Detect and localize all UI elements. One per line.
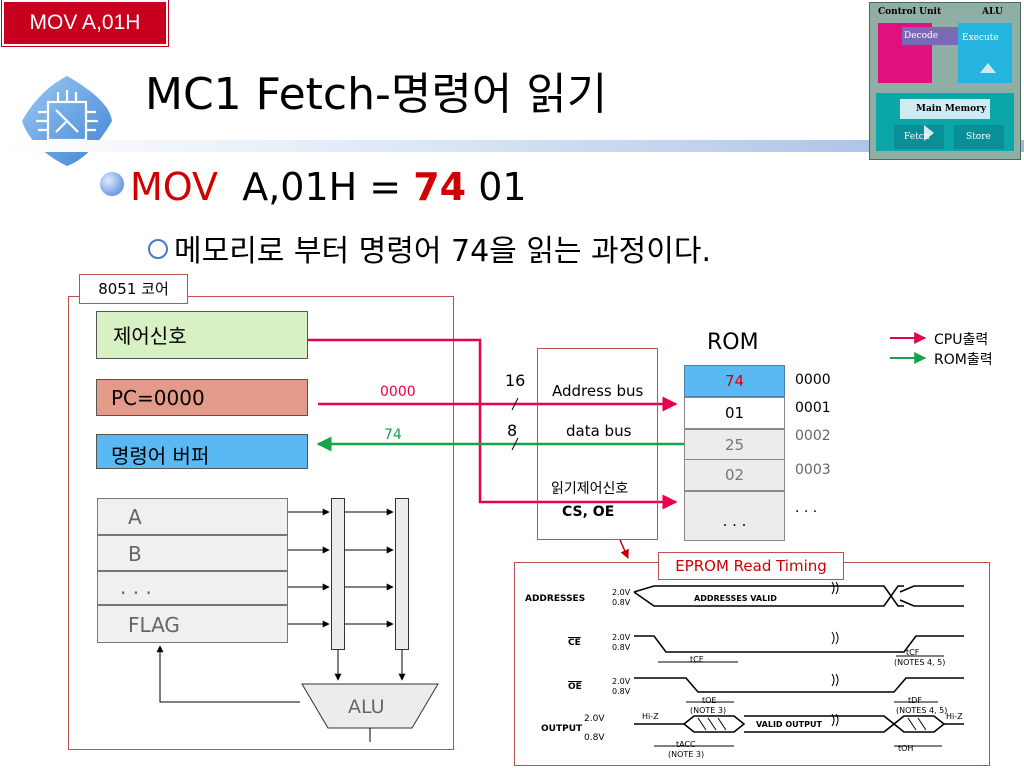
read-control-label: 읽기제어신호 <box>551 481 629 497</box>
store-label: Store <box>966 132 991 142</box>
slide-tag: MOV A,01H <box>2 0 168 46</box>
timing-waveforms <box>633 581 964 747</box>
output-v08: 0.8V <box>584 733 605 743</box>
register-b: B <box>97 535 288 571</box>
page-title: MC1 Fetch-명령어 읽기 <box>145 69 608 120</box>
operand-text: A,01H = <box>242 165 402 209</box>
control-unit-label: Control Unit <box>878 7 942 17</box>
bullet-ring-icon <box>148 239 168 259</box>
rom-addr-3: 0003 <box>795 462 831 478</box>
tce-label: tCE <box>690 655 704 664</box>
bullet-dot-icon <box>100 172 124 196</box>
data-width-label: 8 <box>507 421 518 440</box>
rom-addr-1: 0001 <box>795 400 831 416</box>
main-memory-label: Main Memory <box>916 104 987 114</box>
output-v20: 2.0V <box>584 714 605 724</box>
operand-byte-text: 01 <box>478 165 527 209</box>
instruction-buffer-box: 명령어 버퍼 <box>96 434 308 469</box>
bullet-description: 메모리로 부터 명령어 74을 읽는 과정이다. <box>148 226 711 270</box>
internal-bus-2 <box>395 498 409 650</box>
timing-output-label: OUTPUT <box>541 724 583 734</box>
rom-cell-2: 25 <box>684 429 785 461</box>
core-label: 8051 코어 <box>79 274 188 304</box>
address-bus-label: Address bus <box>552 382 644 400</box>
core-frame <box>68 296 454 750</box>
oe-v20: 2.0V <box>612 677 631 686</box>
pc-register-box: PC=0000 <box>96 379 308 416</box>
ce-v20: 2.0V <box>612 633 631 642</box>
hiz-right-label: Hi-Z <box>946 712 963 721</box>
cs-oe-label: CS, OE <box>562 504 615 520</box>
rom-title: ROM <box>707 330 759 355</box>
rom-addr-0: 0000 <box>795 372 831 388</box>
toe-note: (NOTE 3) <box>690 706 727 715</box>
rom-cell-4: . . . <box>684 491 785 541</box>
toh-label: tOH <box>898 744 914 753</box>
toe-label: tOE <box>702 696 717 705</box>
timing-addresses-label: ADDRESSES <box>525 594 586 604</box>
bus-frame <box>537 348 658 540</box>
tacc-note: (NOTE 3) <box>668 750 705 759</box>
alu-label: ALU <box>982 7 1003 17</box>
rom-cell-0: 74 <box>684 365 785 397</box>
address-width-label: 16 <box>505 371 526 390</box>
bullet-instruction: MOV A,01H = 74 01 <box>100 165 527 209</box>
address-value-label: 0000 <box>380 384 416 400</box>
tcf-note: (NOTES 4, 5) <box>894 658 946 667</box>
tcf-label: tCF <box>906 648 920 657</box>
tdf-label: tDF <box>908 696 922 705</box>
description-text: 메모리로 부터 명령어 74을 읽는 과정이다. <box>174 234 711 269</box>
addresses-valid-label: ADDRESSES VALID <box>694 594 777 603</box>
timing-ce-label: CE <box>568 638 581 648</box>
hiz-left-label: Hi-Z <box>642 712 659 721</box>
addr-v20: 2.0V <box>612 588 631 597</box>
timing-oe-label: OE <box>568 682 582 692</box>
control-signal-box: 제어신호 <box>96 311 308 359</box>
tdf-note: (NOTES 4, 5) <box>896 706 948 715</box>
valid-output-label: VALID OUTPUT <box>756 720 822 729</box>
legend-cpu-output: CPU출력 <box>934 332 989 348</box>
opcode-text: 74 <box>413 165 467 209</box>
register-more: . . . <box>97 571 288 605</box>
data-bus-label: data bus <box>566 422 632 440</box>
cycle-arrows-icon <box>876 23 1014 151</box>
title-underline <box>0 140 1024 152</box>
mnemonic-text: MOV <box>130 165 219 209</box>
rom-cell-1: 01 <box>684 397 785 429</box>
oe-v08: 0.8V <box>612 687 631 696</box>
fetch-label: Fetch <box>904 132 930 142</box>
alu-label: ALU <box>348 696 385 718</box>
register-a: A <box>97 498 288 535</box>
register-flag: FLAG <box>97 605 288 643</box>
legend-rom-output: ROM출력 <box>934 352 993 368</box>
tacc-label: tACC <box>676 740 696 749</box>
execute-label: Execute <box>962 33 999 43</box>
rom-addr-4: . . . <box>795 500 818 516</box>
rom-addr-2: 0002 <box>795 428 831 444</box>
alu-shape <box>301 683 439 729</box>
instruction-cycle-figure: Control Unit ALU Decode Execute Main Mem… <box>869 2 1021 160</box>
addr-v08: 0.8V <box>612 598 631 607</box>
ce-v08: 0.8V <box>612 643 631 652</box>
decode-label: Decode <box>904 31 939 41</box>
internal-bus-1 <box>331 498 345 650</box>
timing-title: EPROM Read Timing <box>658 552 844 580</box>
rom-cell-3: 02 <box>684 459 785 491</box>
data-value-label: 74 <box>384 427 402 443</box>
